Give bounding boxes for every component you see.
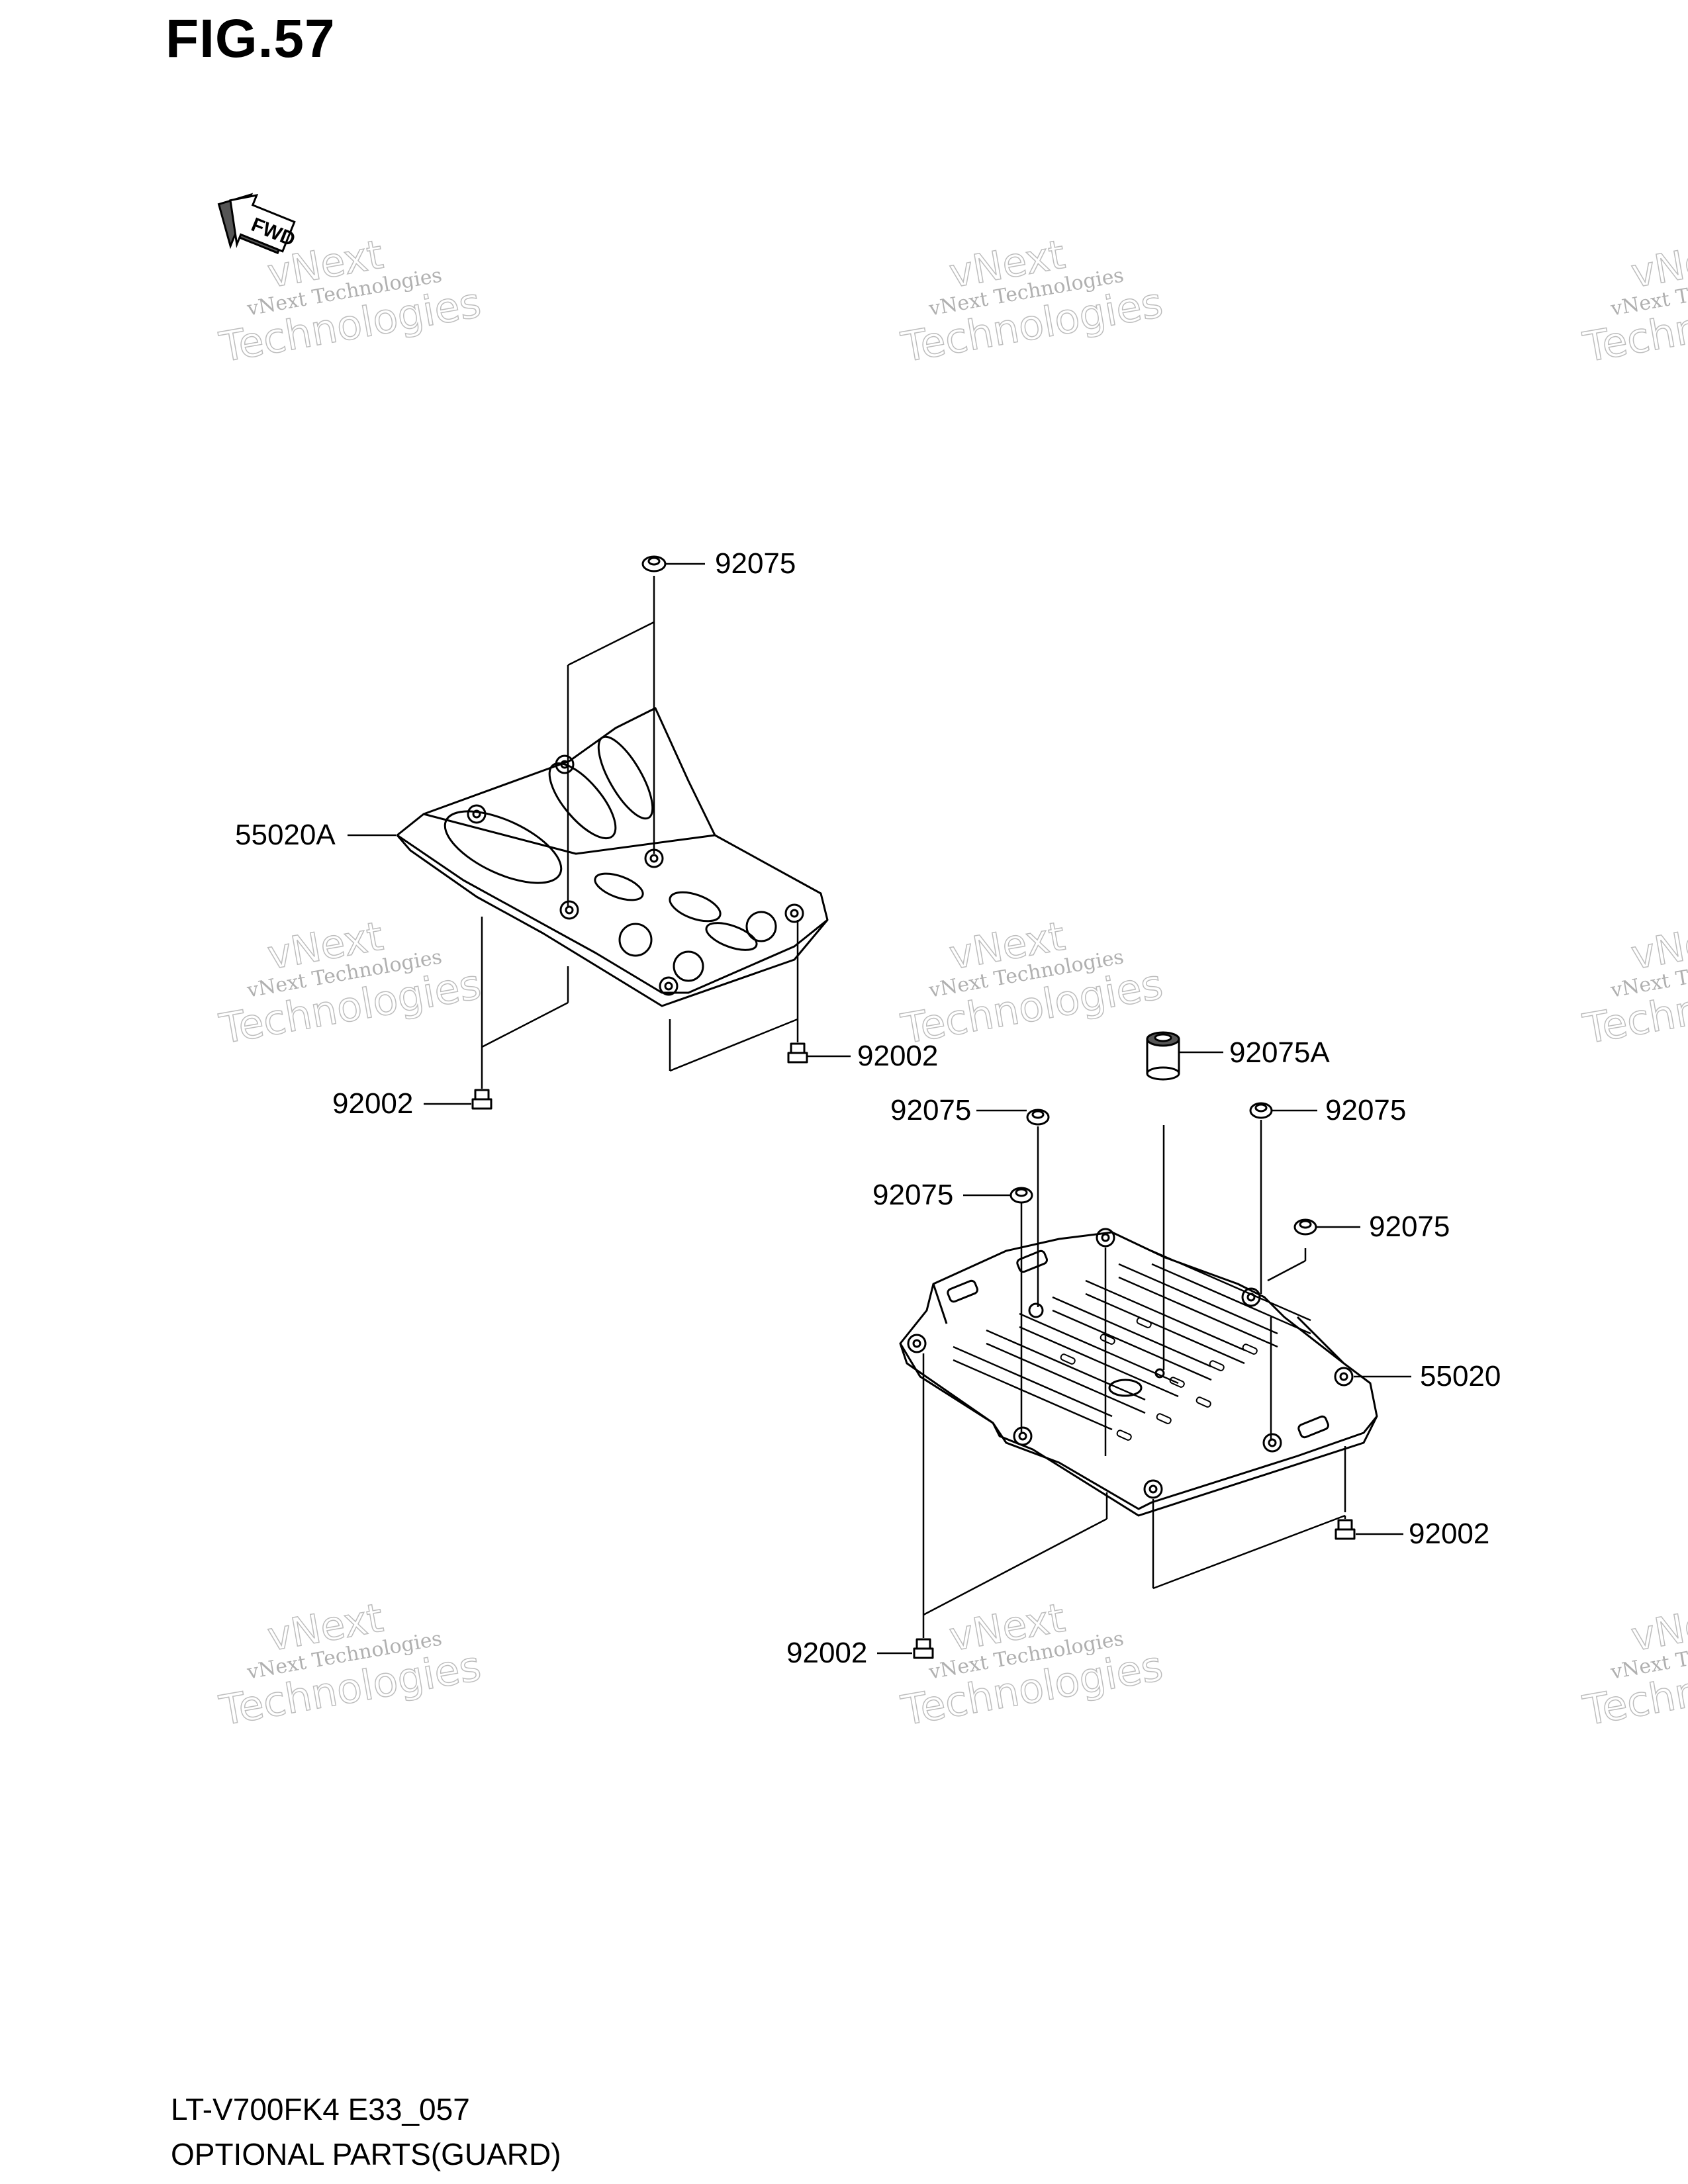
lower-guard-assembly: [877, 1031, 1411, 1659]
callout-label: 92075A: [1229, 1036, 1330, 1069]
callout-label: 92075: [1325, 1094, 1406, 1126]
lower-guard-cutout: [1016, 1250, 1048, 1273]
watermark: vNext vNext Technologies Technologies: [897, 913, 1166, 1054]
upper-guard-edge: [396, 835, 829, 1007]
upper-guard-plate: [396, 707, 829, 994]
lower-guard-slots: [1060, 1317, 1258, 1441]
callout-label: 92002: [786, 1637, 867, 1669]
watermark: vNext vNext Technologies Technologies: [1579, 913, 1688, 1054]
lower-guard-mount-points: [907, 1228, 1354, 1499]
fwd-arrow-icon: FWD: [217, 193, 299, 255]
callout-label: 92075: [1369, 1210, 1450, 1243]
upper-guard-reference-lines: [481, 576, 799, 1089]
nut-icon: [1026, 1109, 1050, 1126]
nut-icon: [641, 555, 667, 572]
model-code: LT-V700FK4 E33_057: [171, 2092, 470, 2126]
section-title: OPTIONAL PARTS(GUARD): [171, 2137, 561, 2171]
lower-guard-hole: [1154, 1368, 1165, 1379]
upper-guard-rib: [597, 735, 654, 820]
watermark: vNext vNext Technologies Technologies: [215, 913, 485, 1054]
lower-guard-cutout: [1297, 1415, 1329, 1439]
spacer-icon: [1146, 1031, 1180, 1081]
nut-icon: [1293, 1218, 1317, 1236]
bolt-icon: [787, 1042, 808, 1064]
watermark: vNext vNext Technologies Technologies: [1579, 1594, 1688, 1735]
watermark: vNext vNext Technologies Technologies: [1579, 231, 1688, 372]
callout-label: 92002: [1409, 1518, 1489, 1550]
nut-icon: [1009, 1187, 1033, 1204]
bolt-icon: [1335, 1519, 1356, 1540]
callout-label: 92075: [890, 1094, 971, 1126]
lower-guard-reference-lines: [922, 1120, 1346, 1638]
upper-guard-fold: [423, 813, 716, 855]
callout-label: 92075: [715, 547, 796, 580]
bolt-icon: [913, 1638, 934, 1659]
upper-guard-hole: [618, 923, 653, 957]
upper-guard-rib: [594, 872, 644, 901]
watermark: vNext vNext Technologies Technologies: [897, 231, 1166, 372]
callout-label: 92002: [332, 1087, 413, 1120]
lower-guard-ribs: [953, 1250, 1311, 1431]
lower-guard-cutout: [947, 1279, 978, 1303]
callout-label: 92075: [872, 1179, 953, 1211]
figure-title: FIG.57: [165, 9, 336, 69]
upper-guard-hole: [673, 950, 704, 982]
bolt-icon: [471, 1089, 492, 1110]
watermark: vNext vNext Technologies Technologies: [215, 1594, 485, 1735]
lower-guard-edge: [899, 1343, 1378, 1517]
watermark-group: vNext vNext Technologies Technologies vN…: [215, 231, 1688, 1735]
callout-label: 55020: [1420, 1360, 1501, 1392]
upper-guard-assembly: [348, 555, 851, 1110]
lower-guard-hole: [1108, 1379, 1143, 1397]
upper-guard-rib: [669, 891, 722, 923]
nut-icon: [1249, 1102, 1273, 1119]
upper-guard-rib: [705, 922, 758, 951]
lower-guard-fold: [932, 1283, 1345, 1365]
upper-guard-hole: [745, 911, 777, 942]
lower-guard-plate: [899, 1231, 1378, 1510]
callout-label: 92002: [857, 1040, 938, 1072]
upper-guard-rib: [444, 810, 563, 884]
callout-label: 55020A: [235, 819, 336, 851]
